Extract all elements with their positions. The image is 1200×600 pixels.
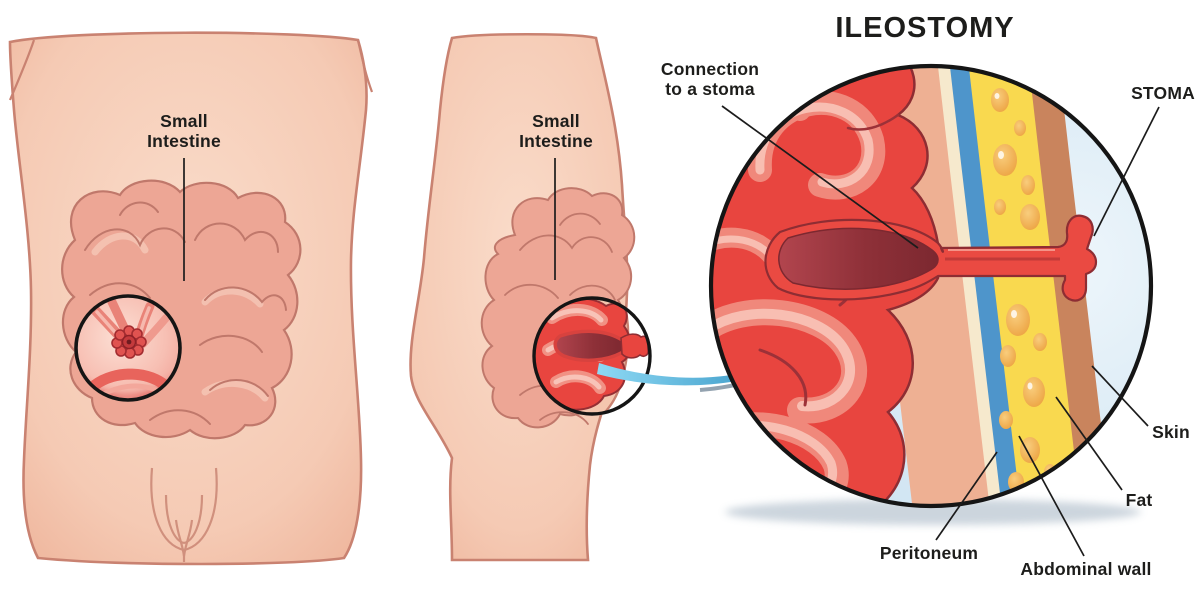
stoma-label: STOMA bbox=[1131, 83, 1195, 103]
front-small-intestine-line1: Small bbox=[160, 111, 208, 131]
leader-connection bbox=[721, 105, 919, 249]
connection-line1: Connection bbox=[660, 59, 760, 79]
side-small-intestine-label: Small Intestine bbox=[519, 111, 593, 151]
abdominal-wall-label: Abdominal wall bbox=[1020, 559, 1152, 579]
side-small-intestine-line2: Intestine bbox=[519, 131, 593, 151]
front-small-intestine-line2: Intestine bbox=[147, 131, 221, 151]
shoulder-seam bbox=[356, 39, 374, 93]
peritoneum-label: Peritoneum bbox=[879, 543, 979, 563]
side-small-intestine-line1: Small bbox=[532, 111, 580, 131]
circle-shadow bbox=[725, 499, 1141, 525]
stoma-shape bbox=[764, 214, 1098, 302]
leader-abdominal-wall bbox=[1018, 435, 1085, 557]
fat-label: Fat bbox=[1125, 490, 1153, 510]
connection-label: Connection to a stoma bbox=[661, 59, 759, 99]
leader-skin bbox=[1091, 365, 1149, 427]
front-small-intestine-label: Small Intestine bbox=[147, 111, 221, 151]
front-stoma-circle bbox=[74, 294, 182, 402]
fat-globules bbox=[991, 88, 1056, 492]
side-stoma-nub bbox=[620, 333, 649, 359]
side-stoma-circle bbox=[532, 296, 652, 416]
page-title: ILEOSTOMY bbox=[835, 12, 1015, 44]
connection-line2: to a stoma bbox=[665, 79, 755, 99]
leader-stoma bbox=[1093, 106, 1160, 237]
shoulder-seam bbox=[8, 39, 36, 101]
groin-lines bbox=[150, 467, 218, 562]
skin-label: Skin bbox=[1152, 422, 1190, 442]
leader-peritoneum bbox=[935, 451, 998, 541]
leader-fat bbox=[1055, 396, 1123, 491]
stoma-rosette bbox=[111, 325, 147, 359]
leader-lines bbox=[183, 105, 1160, 557]
